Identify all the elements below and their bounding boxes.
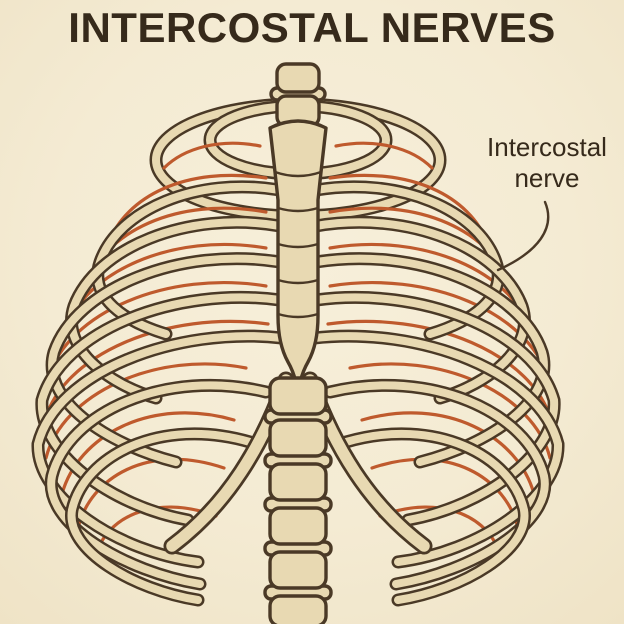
upper-spine	[269, 62, 327, 128]
pointer-line	[496, 200, 550, 272]
ribcage	[38, 62, 558, 624]
lower-spine	[263, 376, 333, 624]
annotation-label-line2: nerve	[514, 162, 580, 193]
annotation-label-line1: Intercostal	[487, 132, 607, 162]
sternum	[268, 119, 328, 394]
page-title: INTERCOSTAL NERVES	[68, 4, 556, 51]
annotation-label: Intercostal nerve	[472, 132, 622, 193]
